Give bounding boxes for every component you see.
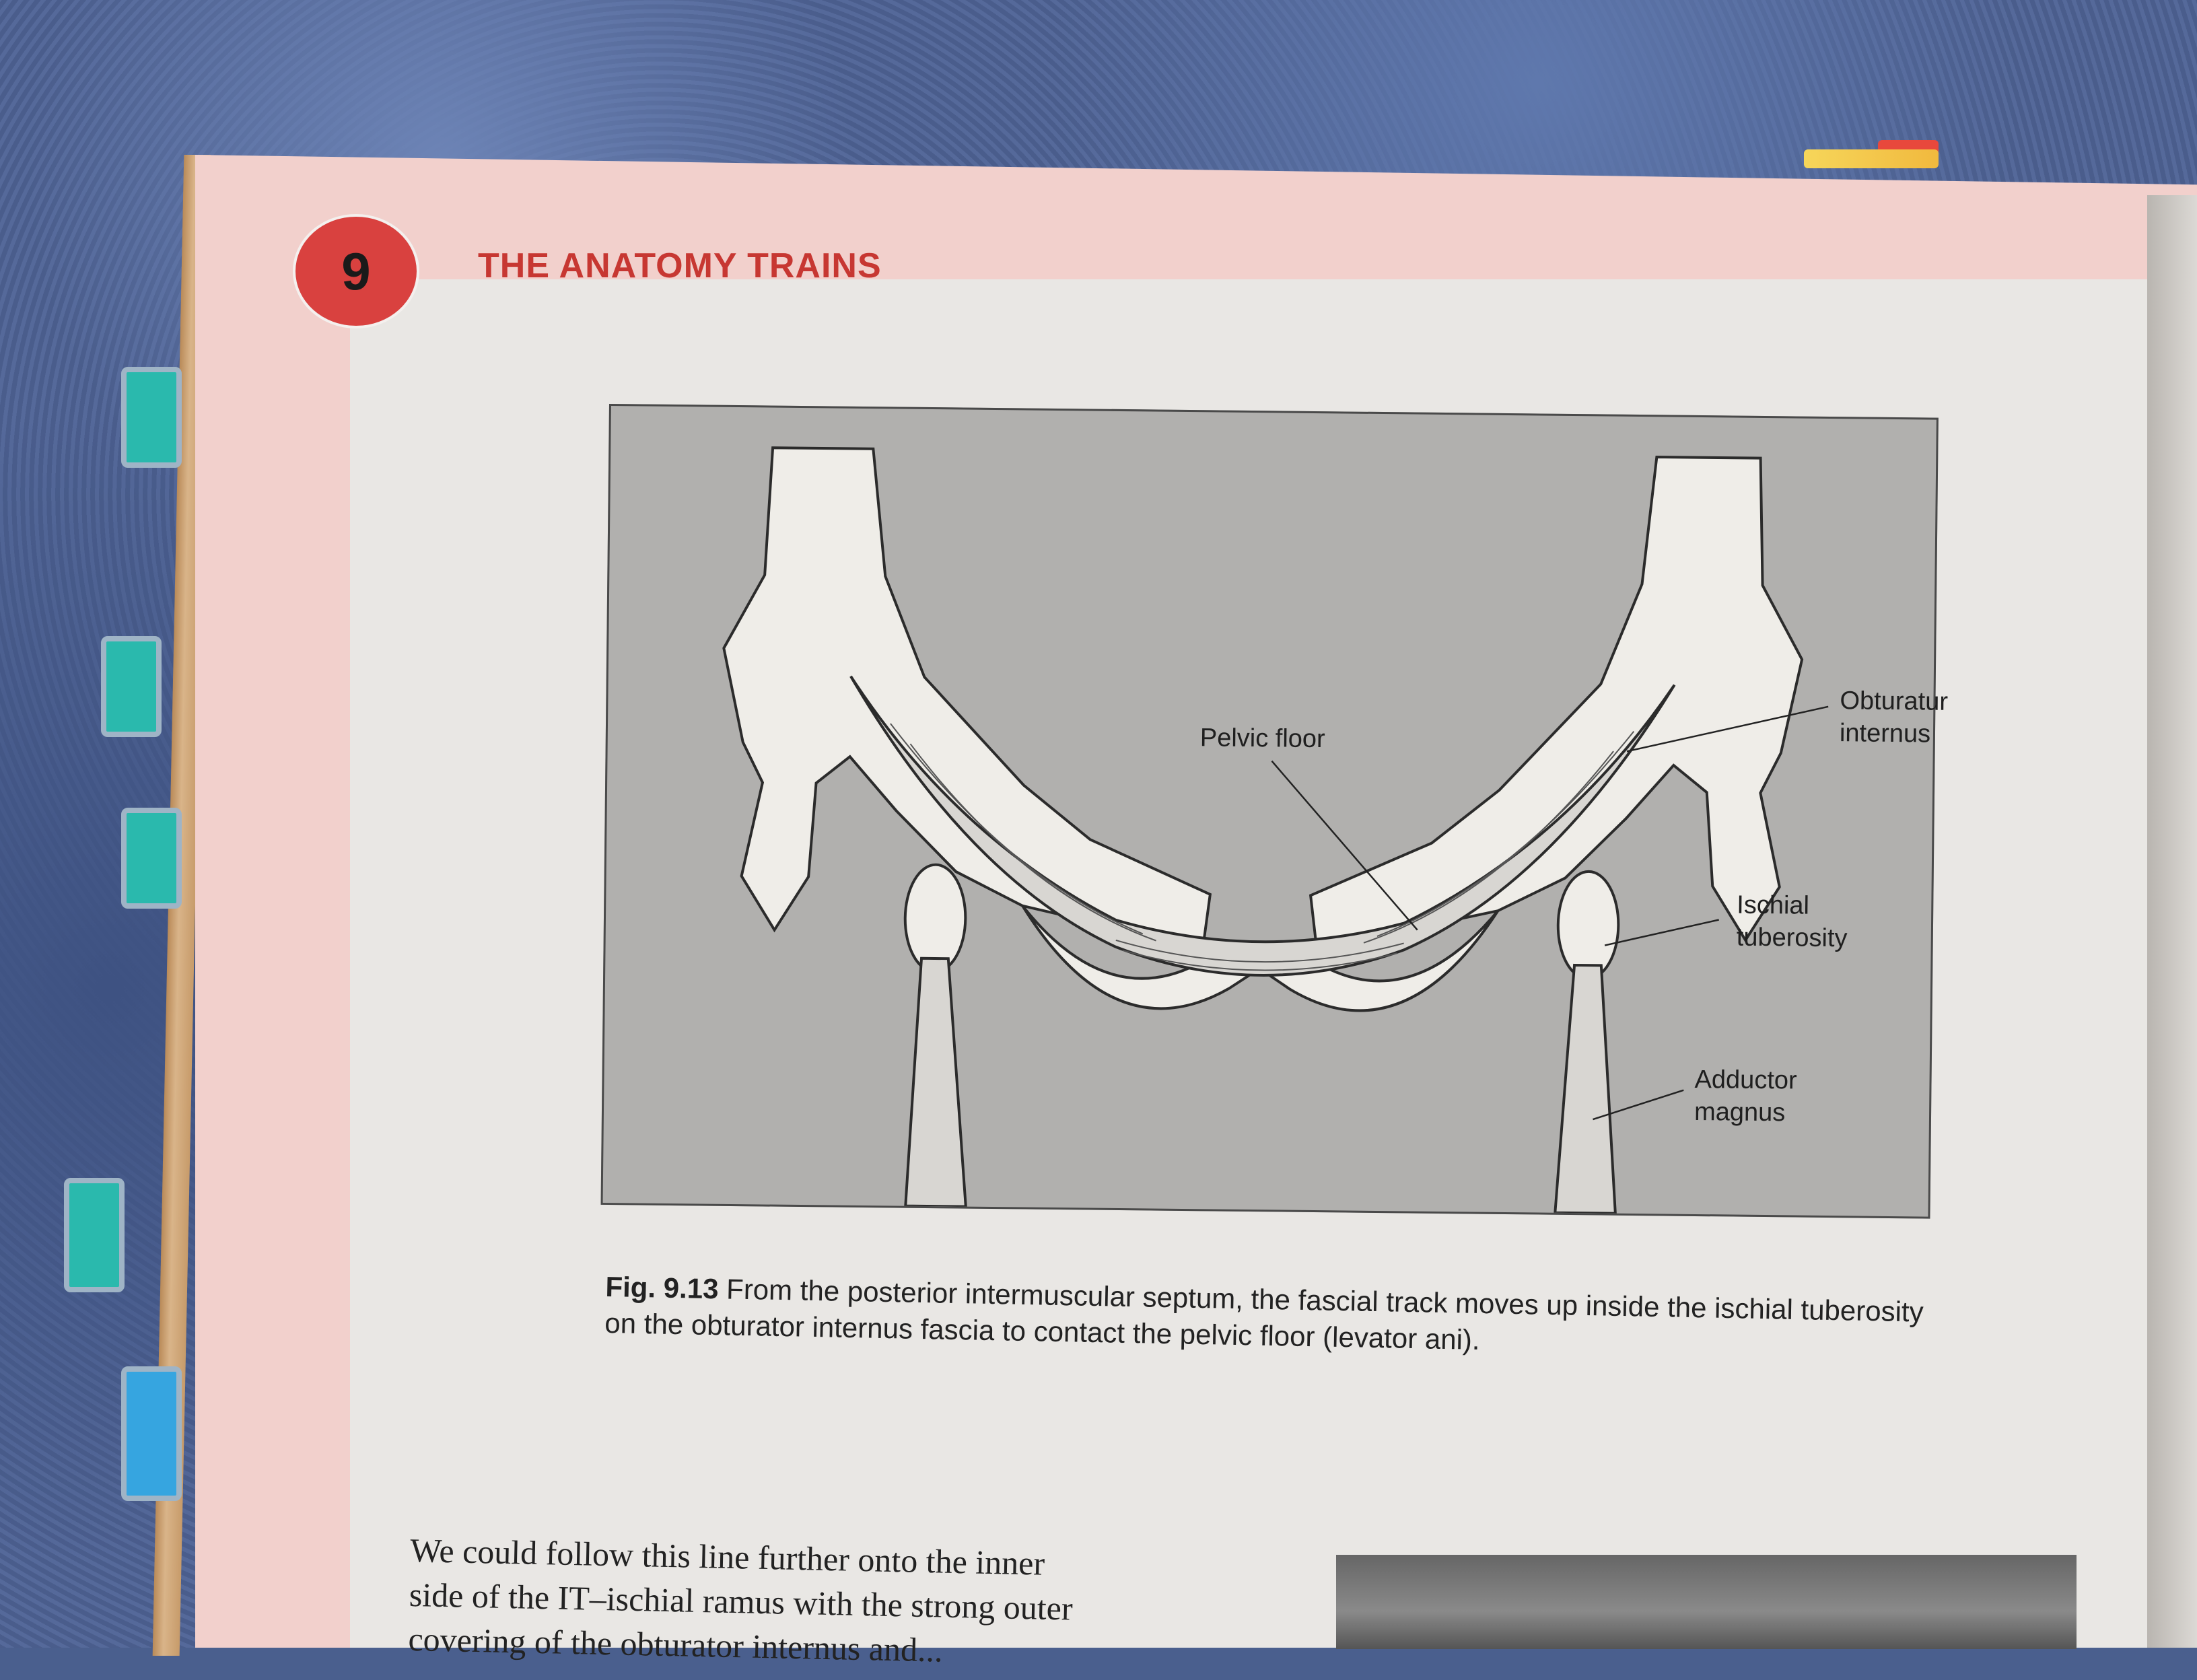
index-tab[interactable] [64,1178,125,1292]
label-adductor-line1: Adductor [1694,1065,1797,1095]
label-ischial-line2: tuberosity [1736,923,1848,953]
chapter-number-badge: 9 [293,214,419,328]
label-pelvic-floor: Pelvic floor [1199,724,1325,754]
label-adductor-line2: magnus [1694,1097,1786,1127]
label-obturator-line2: internus [1839,719,1931,748]
index-tab[interactable] [121,367,182,468]
body-paragraph: We could follow this line further onto t… [408,1528,1299,1680]
label-ischial-line1: Ischial [1737,890,1810,920]
chapter-title: THE ANATOMY TRAINS [478,246,882,285]
anatomy-figure: Pelvic floor Obturatur internus Ischial … [600,404,1948,1219]
index-tab[interactable] [101,636,162,737]
pelvis-illustration [722,446,1829,1215]
caption-label: Fig. 9.13 [605,1270,719,1305]
yellow-bookmark-tab [1804,149,1939,168]
facing-page-edge [2147,195,2197,1648]
next-figure-photo [1336,1555,2077,1649]
index-tab[interactable] [121,1366,182,1501]
index-tab[interactable] [121,808,182,909]
label-obturator-line1: Obturatur [1840,687,1949,716]
